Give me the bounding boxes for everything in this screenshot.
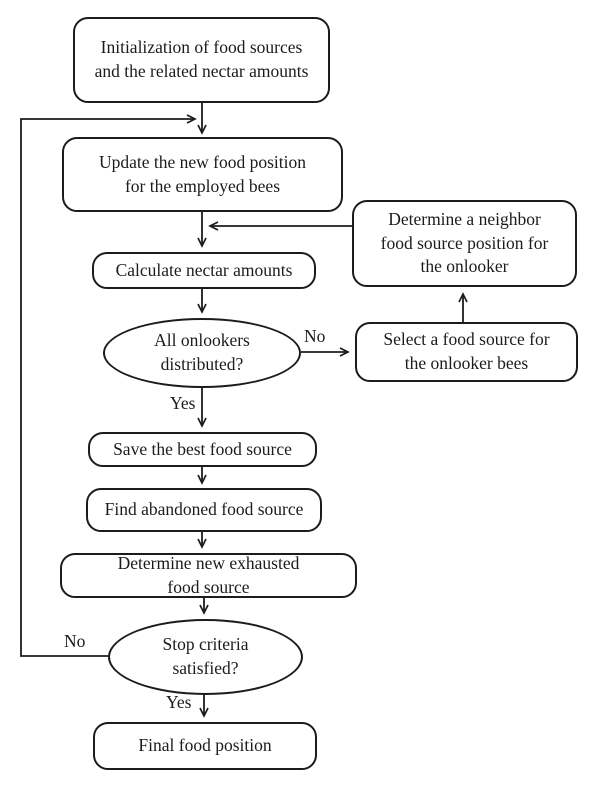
- node-update-food-position: Update the new food position for the emp…: [62, 137, 343, 212]
- node-save-best-food-source: Save the best food source: [88, 432, 317, 467]
- node-calculate-nectar: Calculate nectar amounts: [92, 252, 316, 289]
- edge-label-onlookers-yes: Yes: [170, 393, 196, 413]
- decision-all-onlookers-distributed: All onlookers distributed?: [103, 318, 301, 388]
- node-select-food-source: Select a food source for the onlooker be…: [355, 322, 578, 382]
- edge-label-stop-yes: Yes: [166, 692, 192, 712]
- node-determine-new-exhausted: Determine new exhausted food source: [60, 553, 357, 598]
- node-initialization: Initialization of food sources and the r…: [73, 17, 330, 103]
- node-find-abandoned-food-source: Find abandoned food source: [86, 488, 322, 532]
- decision-stop-criteria-satisfied: Stop criteria satisfied?: [108, 619, 303, 695]
- edge-label-onlookers-no: No: [304, 326, 326, 346]
- edge-label-stop-no: No: [64, 631, 86, 651]
- arrow-stop-no-feedback-loop: [20, 114, 197, 657]
- node-final-food-position: Final food position: [93, 722, 317, 770]
- node-determine-neighbor: Determine a neighbor food source positio…: [352, 200, 577, 287]
